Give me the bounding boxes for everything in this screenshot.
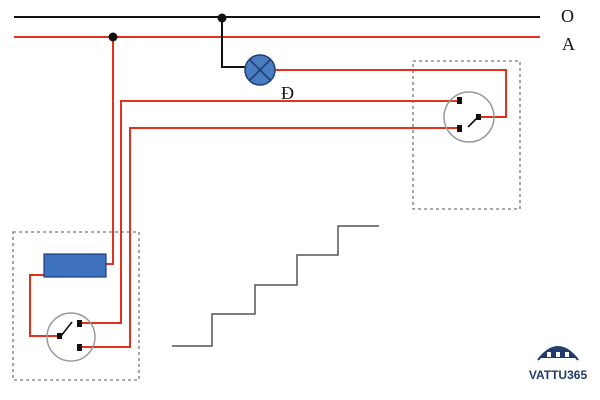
phase-junction-dot [108, 32, 118, 42]
traveler-wire-2 [80, 127, 461, 348]
logo-text: VATTU365 [529, 368, 588, 382]
two-way-switch-icon [443, 91, 495, 143]
lamp-label: Đ [281, 83, 294, 103]
two-way-switch-icon [46, 312, 96, 362]
fuse-to-bottom-switch-wire [29, 274, 60, 337]
phase-to-fuse-wire [106, 37, 114, 265]
traveler-wire-1 [80, 100, 461, 324]
neutral-to-lamp-wire [221, 17, 246, 68]
house-logo-icon [537, 346, 579, 361]
lamp-cross-icon [244, 54, 276, 86]
top-switch-box [412, 60, 521, 210]
neutral-line-label: O [561, 6, 574, 26]
fuse [43, 253, 107, 278]
neutral-junction-dot [217, 13, 227, 23]
phase-line-label: A [562, 34, 575, 54]
bottom-switch-box [12, 231, 140, 381]
staircase-drawing [172, 225, 379, 347]
lamp-to-top-switch-wire [275, 69, 507, 118]
